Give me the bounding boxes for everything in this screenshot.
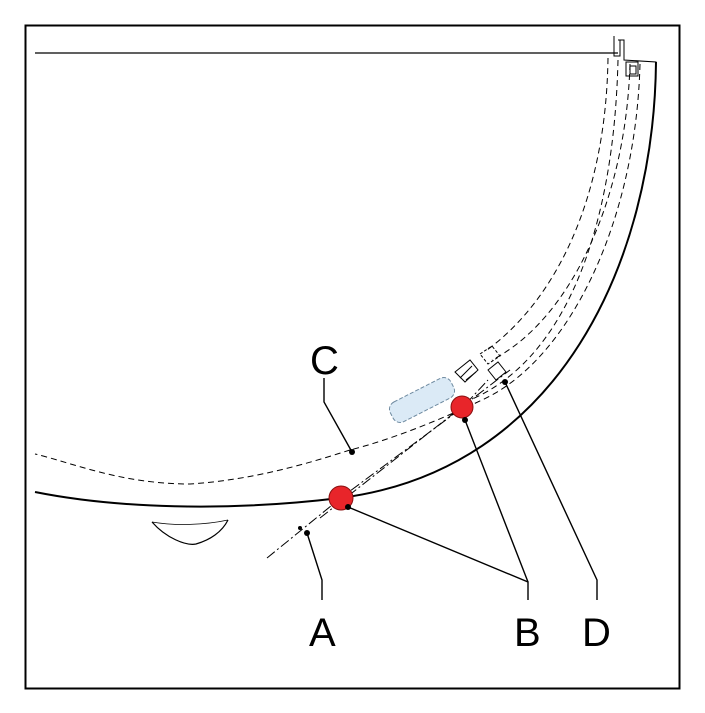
blue-panel [388, 377, 456, 423]
top-right-bracket [613, 36, 657, 77]
label-c: C [310, 339, 339, 383]
fastener-detail [454, 345, 507, 383]
red-marker-upper [450, 395, 474, 419]
outer-curve [34, 61, 657, 508]
axis-lines [266, 369, 511, 559]
label-b: B [514, 611, 541, 655]
foot-shape [151, 519, 229, 545]
dashed-inner-curves [34, 57, 641, 485]
diagram-frame [24, 24, 681, 690]
leader-lines [306, 378, 598, 600]
leader-dots [298, 379, 508, 536]
red-marker-lower [328, 485, 354, 511]
label-d: D [582, 611, 611, 655]
label-a: A [309, 611, 336, 655]
